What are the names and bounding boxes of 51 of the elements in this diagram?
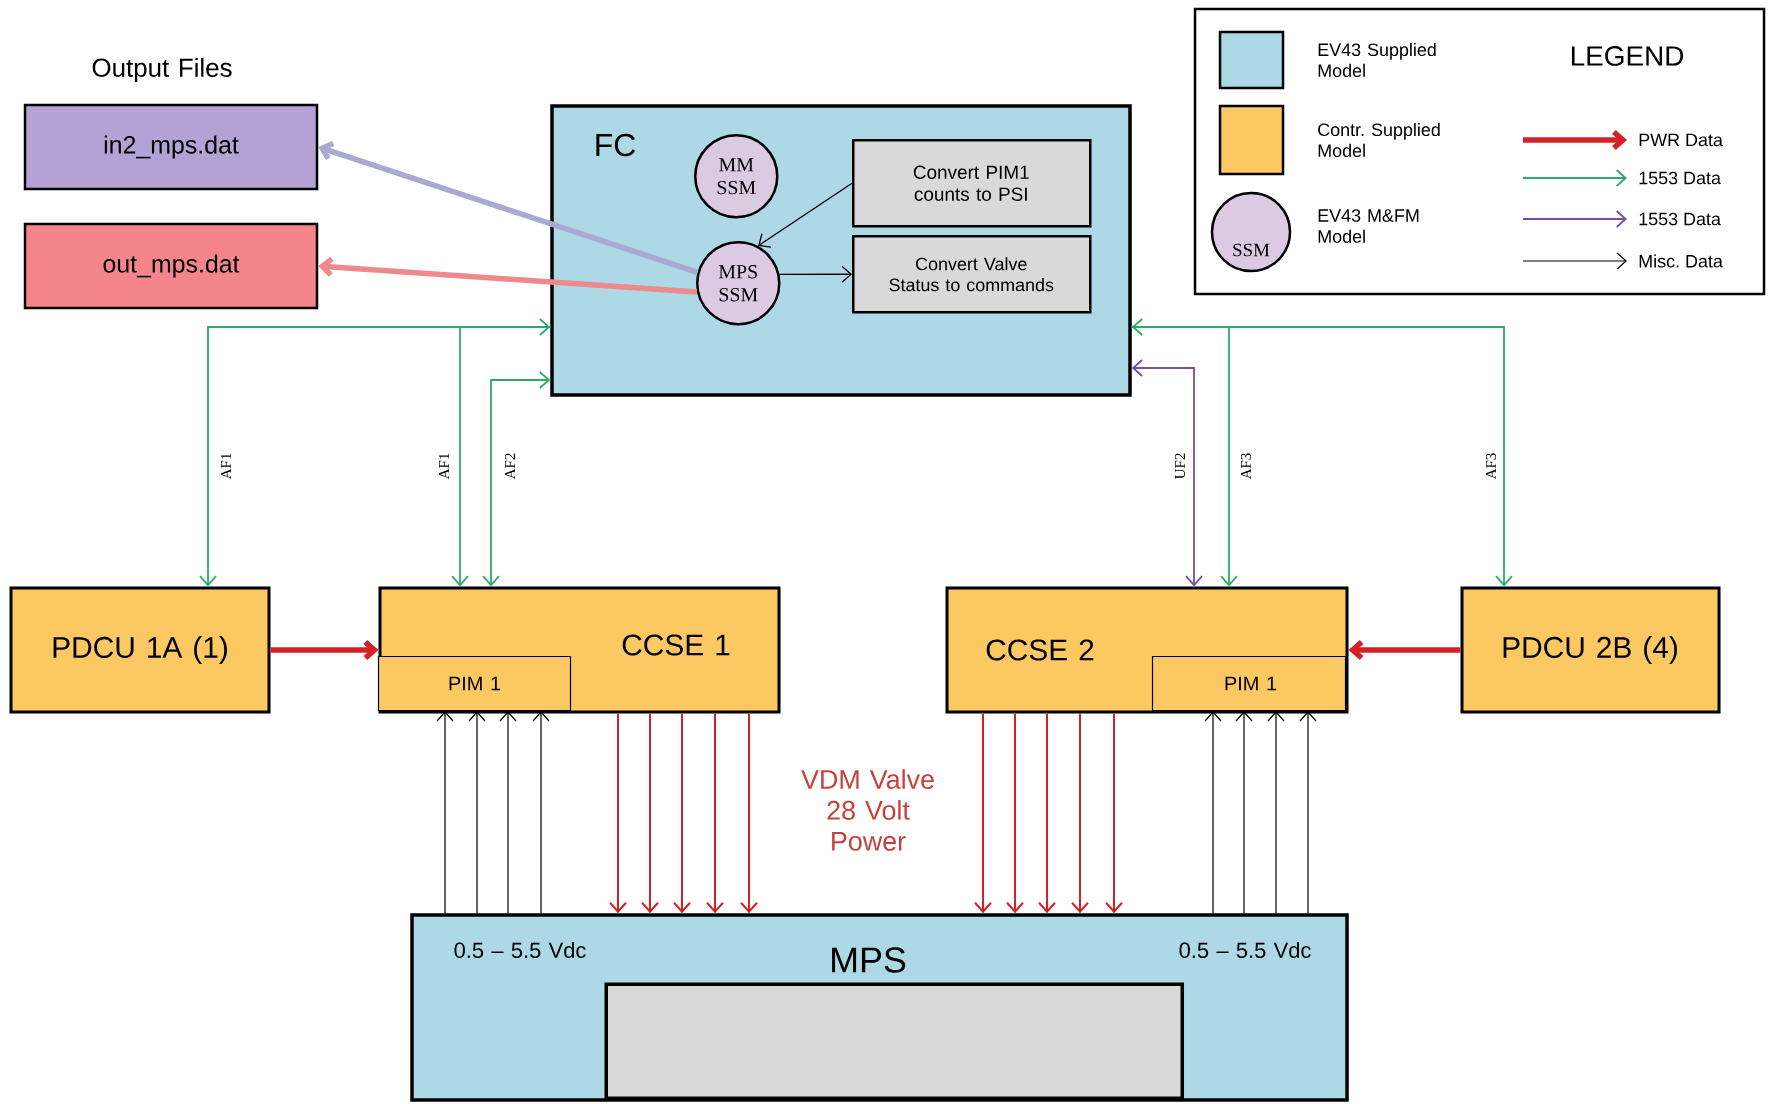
module-box: PIM 1 xyxy=(377,655,572,712)
arrow xyxy=(609,712,627,914)
arrow xyxy=(1204,711,1222,914)
arrow xyxy=(1071,712,1089,914)
unit-box: PDCU 2B (4) xyxy=(1460,586,1721,714)
legend-text: EV43 Supplied Model xyxy=(1318,42,1436,78)
arrow xyxy=(499,711,517,914)
arrow xyxy=(482,371,551,587)
legend-title: LEGEND xyxy=(1571,46,1684,66)
arrow xyxy=(740,712,758,914)
legend-text: 1553 Data xyxy=(1639,171,1721,185)
unit-box: PDCU 1A (1) xyxy=(9,586,271,714)
legend-text: 1553 Data xyxy=(1639,212,1721,226)
arrow xyxy=(673,712,691,914)
edge-label: AF1 xyxy=(220,451,232,481)
arrow xyxy=(1038,712,1056,914)
arrow xyxy=(1105,712,1123,914)
arrow xyxy=(974,712,992,914)
legend-text: EV43 M&FM Model xyxy=(1318,209,1419,243)
edge-label: AF3 xyxy=(1485,451,1498,481)
file-box: out_mps.dat xyxy=(23,222,319,310)
inner-box xyxy=(604,982,1184,1100)
edge-label: AF2 xyxy=(504,451,516,481)
arrow xyxy=(1131,359,1203,587)
arrow xyxy=(1006,712,1024,914)
file-box: in2_mps.dat xyxy=(23,103,319,191)
process-box: Convert Valve Status to commands xyxy=(852,235,1092,314)
process-box: Convert PIM1 counts to PSI xyxy=(852,139,1092,228)
module-box: PIM 1 xyxy=(1151,655,1347,712)
arrow xyxy=(1235,711,1253,914)
legend-text: Contr. Supplied Model xyxy=(1318,122,1440,158)
arrow xyxy=(1267,711,1285,914)
legend-text: Misc. Data xyxy=(1639,254,1723,268)
arrow xyxy=(318,141,699,275)
legend-text: PWR Data xyxy=(1639,133,1723,147)
arrow xyxy=(778,265,852,283)
arrow xyxy=(758,182,853,248)
arrow xyxy=(1131,318,1513,587)
arrow xyxy=(318,256,698,295)
arrow xyxy=(1299,711,1317,914)
note: VDM Valve 28 Volt Power xyxy=(801,769,934,851)
edge-label: AF1 xyxy=(438,451,450,481)
arrow xyxy=(199,318,551,587)
arrow xyxy=(270,639,379,661)
arrow xyxy=(436,711,454,914)
arrow xyxy=(451,326,552,587)
arrow xyxy=(1348,639,1461,661)
arrow xyxy=(641,712,659,914)
arrow xyxy=(468,711,486,914)
arrow xyxy=(532,711,550,914)
arrow xyxy=(706,712,724,914)
